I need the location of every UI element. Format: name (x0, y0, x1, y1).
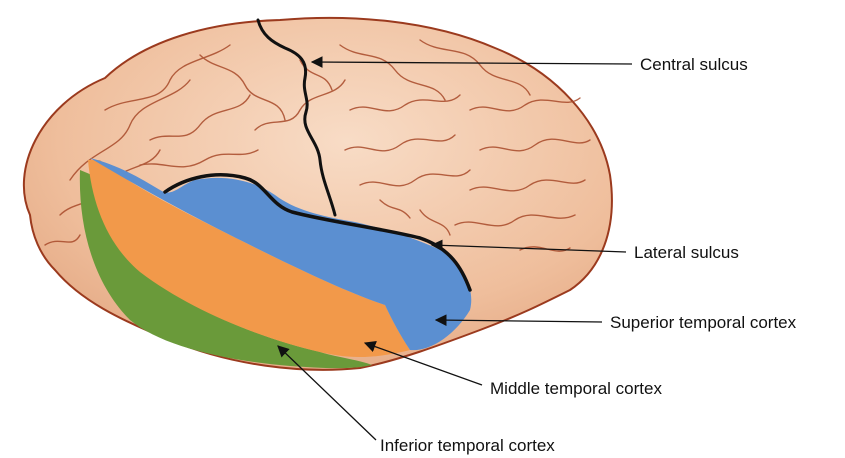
middle-temporal-label: Middle temporal cortex (490, 380, 662, 397)
inferior-temporal-label: Inferior temporal cortex (380, 437, 555, 454)
central-sulcus-label: Central sulcus (640, 56, 748, 73)
superior-temporal-label: Superior temporal cortex (610, 314, 796, 331)
lateral-sulcus-label: Lateral sulcus (634, 244, 739, 261)
